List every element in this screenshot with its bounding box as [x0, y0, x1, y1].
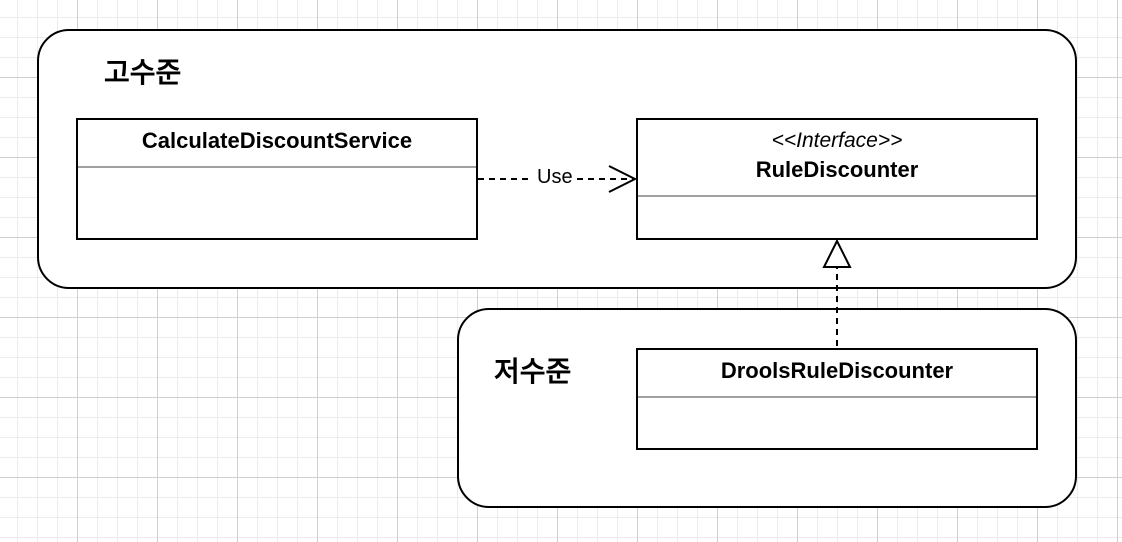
class-divider: [638, 195, 1036, 197]
interface-stereotype: <<Interface>>: [771, 129, 903, 152]
class-name: CalculateDiscountService: [141, 128, 413, 153]
class-divider: [638, 396, 1036, 398]
drools-rule-discounter-class[interactable]: DroolsRuleDiscounter: [636, 348, 1038, 450]
high-level-title: 고수준: [104, 56, 182, 89]
hollow-triangle-icon: [822, 238, 852, 268]
realization-edge[interactable]: [822, 238, 852, 346]
calculate-discount-service-class[interactable]: CalculateDiscountService: [76, 118, 478, 240]
class-name: DroolsRuleDiscounter: [720, 358, 954, 383]
use-relation-label: Use: [533, 166, 577, 189]
low-level-title: 저수준: [494, 355, 572, 388]
class-divider: [78, 166, 476, 168]
open-arrowhead-icon: [608, 165, 638, 193]
class-name: RuleDiscounter: [755, 157, 919, 182]
